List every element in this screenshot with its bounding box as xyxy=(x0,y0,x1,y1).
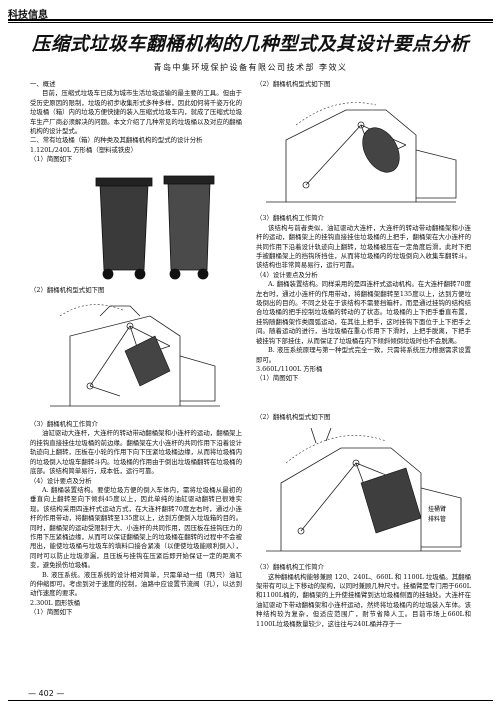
figure-tipping-mechanism-3: 挂桶臂 排料管 xyxy=(256,423,471,561)
figure-tipping-mechanism-2 xyxy=(256,90,471,212)
article-title: 压缩式垃圾车翻桶机构的几种型式及其设计要点分析 xyxy=(31,34,469,55)
left-column: 一、概述 目前，压缩式垃圾车已成为城市生活垃圾运输的最主要的工具。但由于受历史原… xyxy=(30,80,242,618)
subheading: （3）翻桶机构工作简介 xyxy=(256,214,324,223)
paragraph: A. 翻桶装置结构。同样采用的是四连杆式运动机构。在大连杆翻转70度左右时，通过… xyxy=(256,280,471,345)
paragraph: B. 液压系统原理与第一种型式完全一致，只需将系统压力根据需求设置即可。 xyxy=(256,346,471,364)
right-column: （2）翻桶机构型式如下图 （3）翻桶机构工作简介 该结构与前者类似，油缸驱动大连… xyxy=(256,80,471,629)
figure-caption: （2）翻桶机构型式如下图 xyxy=(256,412,331,421)
subheading: （3）翻桶机构工作简介 xyxy=(256,563,324,572)
label-hanging-arm: 挂桶臂 xyxy=(428,505,446,513)
tipping-mechanism-3-drawing: 挂桶臂 排料管 xyxy=(266,427,462,552)
author-byline: 青岛中集环境保护设备有限公司技术部 李效义 xyxy=(153,63,348,72)
figure-caption: （1）简图如下 xyxy=(30,608,73,617)
figure-caption: （1）简图如下 xyxy=(256,374,299,383)
figure-large-bin-placeholder xyxy=(256,385,471,411)
subheading: 2.300L 圆形铁桶 xyxy=(30,598,81,607)
footer-rule xyxy=(8,700,493,701)
paragraph: A. 翻桶装置结构。要使垃圾方便的倒入车体内，需将垃圾桶从最初的垂直向上翻转至向… xyxy=(30,485,242,570)
tipping-mechanism-2-drawing xyxy=(266,102,457,203)
subheading: （4）设计要点及分析 xyxy=(256,270,318,279)
subheading: 3.660L/1100L 方形桶 xyxy=(256,364,323,373)
paragraph: B. 液压系统。液压系统的设计相对简单，只需单动一组（两只）油缸的伸缩即可。考虑… xyxy=(30,570,242,598)
page-number: — 402 — xyxy=(28,689,65,698)
figure-tipping-mechanism-1 xyxy=(30,296,242,418)
square-bin-drawing xyxy=(95,175,215,280)
paragraph: 这种翻桶机构能够兼顾 120、240L、660L 和 1100L 垃圾桶。其翻桶… xyxy=(256,572,471,628)
section-heading: 一、概述 xyxy=(30,80,56,88)
header-rule-thin xyxy=(8,22,493,23)
subheading: （4）设计要点及分析 xyxy=(30,476,92,485)
section-heading: 二、常有垃圾桶（箱）的种类及其翻桶机构的型式的设计分析 xyxy=(30,136,203,145)
figure-caption: （1）简图如下 xyxy=(30,155,73,164)
figure-square-bin xyxy=(30,166,242,284)
subheading: 1.120L/240L 方形桶（塑料或铁皮） xyxy=(30,145,138,154)
header-rule xyxy=(8,19,493,21)
section-label: 科技信息 xyxy=(8,10,48,21)
figure-caption: （2）翻桶机构型式如下图 xyxy=(256,80,331,88)
paragraph: 油缸驱动大连杆，大连杆的转动带动翻桶架和小连杆的运动，翻桶架上的挂钩直接挂住垃圾… xyxy=(30,429,242,476)
paragraph: 目前，压缩式垃圾车已成为城市生活垃圾运输的最主要的工具。但由于受历史原因的限制，… xyxy=(30,89,242,136)
tipping-mechanism-drawing xyxy=(50,304,220,407)
label-discharge-pipe: 排料管 xyxy=(428,515,446,523)
subheading: （3）翻桶机构工作简介 xyxy=(30,420,98,429)
paragraph: 该结构与前者类似，油缸驱动大连杆，大连杆的转动带动翻桶架和小连杆的运动，翻桶架上… xyxy=(256,223,471,270)
figure-caption: （2）翻桶机构型式如下图 xyxy=(30,285,105,294)
